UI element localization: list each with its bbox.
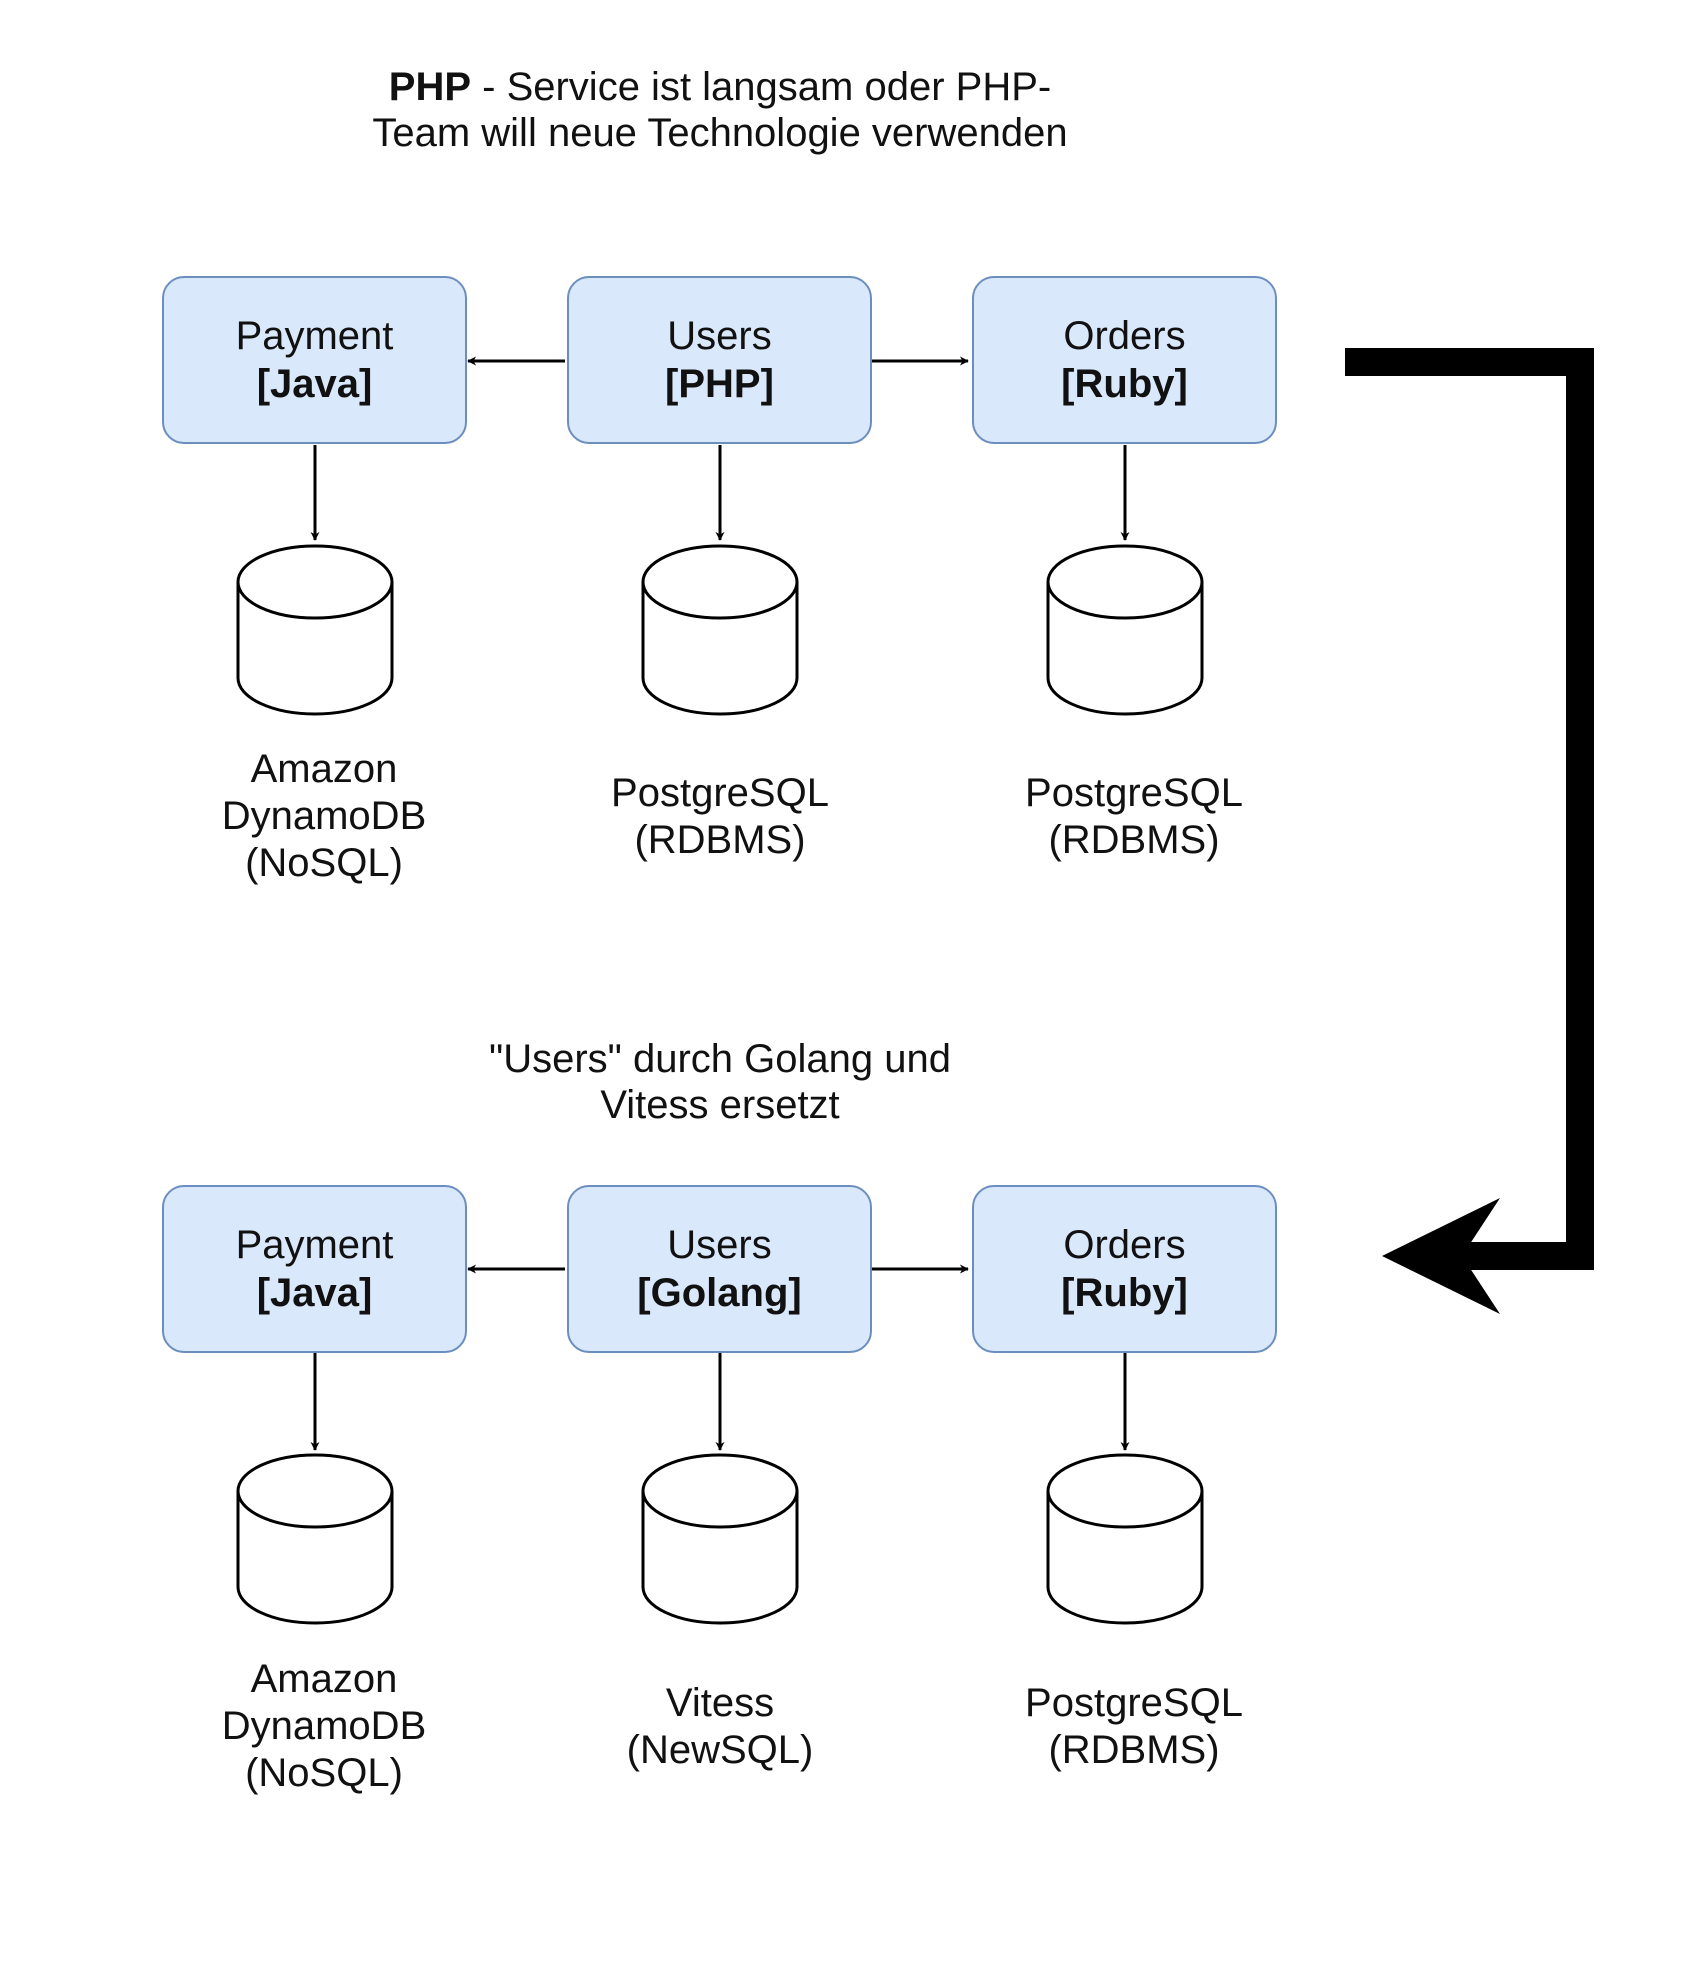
database-icon bbox=[641, 1453, 799, 1625]
bottom-caption-line1: "Users" durch Golang und bbox=[489, 1037, 951, 1081]
service-name: Orders bbox=[1063, 1223, 1186, 1267]
database-icon bbox=[641, 544, 799, 716]
top-caption-bold: PHP bbox=[388, 65, 472, 109]
bottom-caption-line2: Vitess ersetzt bbox=[600, 1083, 840, 1127]
db-label-line: DynamoDB bbox=[221, 794, 427, 838]
service-name: Payment bbox=[235, 1223, 394, 1267]
database-icon bbox=[1046, 1453, 1204, 1625]
service-tech: [Ruby] bbox=[1061, 1271, 1188, 1315]
db-label-line: (NewSQL) bbox=[626, 1728, 814, 1772]
top-caption-line2: Team will neue Technologie verwenden bbox=[372, 111, 1068, 155]
service-name: Orders bbox=[1063, 314, 1186, 358]
top-caption: PHP - Service ist langsam oder PHP- Team… bbox=[300, 64, 1140, 156]
service-box-payment-before[interactable]: Payment [Java] bbox=[162, 276, 467, 444]
service-box-orders-after[interactable]: Orders [Ruby] bbox=[972, 1185, 1277, 1353]
db-label-line: (RDBMS) bbox=[1048, 1728, 1220, 1772]
service-tech: [Golang] bbox=[637, 1271, 802, 1315]
db-label-line: (RDBMS) bbox=[634, 818, 806, 862]
service-name: Users bbox=[667, 1223, 772, 1267]
database-icon bbox=[236, 1453, 394, 1625]
service-box-payment-after[interactable]: Payment [Java] bbox=[162, 1185, 467, 1353]
service-name: Payment bbox=[235, 314, 394, 358]
service-tech: [Java] bbox=[256, 362, 373, 406]
db-label-line: Vitess bbox=[665, 1681, 775, 1725]
service-box-users-after[interactable]: Users [Golang] bbox=[567, 1185, 872, 1353]
service-tech: [Ruby] bbox=[1061, 362, 1188, 406]
transition-arrow bbox=[1345, 348, 1594, 1270]
database-icon bbox=[1046, 544, 1204, 716]
db-label-line: PostgreSQL bbox=[1025, 771, 1243, 815]
db-label-orders-before: PostgreSQL (RDBMS) bbox=[984, 770, 1284, 864]
db-label-line: PostgreSQL bbox=[1025, 1681, 1243, 1725]
service-tech: [Java] bbox=[256, 1271, 373, 1315]
db-label-line: Amazon bbox=[250, 1657, 398, 1701]
db-label-payment-before: Amazon DynamoDB (NoSQL) bbox=[174, 746, 474, 887]
db-label-line: (RDBMS) bbox=[1048, 818, 1220, 862]
service-box-orders-before[interactable]: Orders [Ruby] bbox=[972, 276, 1277, 444]
db-label-payment-after: Amazon DynamoDB (NoSQL) bbox=[174, 1656, 474, 1797]
service-tech: [PHP] bbox=[665, 362, 774, 406]
db-label-line: PostgreSQL bbox=[611, 771, 829, 815]
db-label-line: Amazon bbox=[250, 747, 398, 791]
database-icon bbox=[236, 544, 394, 716]
bottom-caption: "Users" durch Golang und Vitess ersetzt bbox=[420, 1036, 1020, 1128]
db-label-line: DynamoDB bbox=[221, 1704, 427, 1748]
db-label-users-after: Vitess (NewSQL) bbox=[570, 1680, 870, 1774]
db-label-line: (NoSQL) bbox=[245, 841, 403, 885]
db-label-line: (NoSQL) bbox=[245, 1751, 403, 1795]
service-name: Users bbox=[667, 314, 772, 358]
transition-arrowhead bbox=[1382, 1198, 1500, 1314]
db-label-users-before: PostgreSQL (RDBMS) bbox=[570, 770, 870, 864]
db-label-orders-after: PostgreSQL (RDBMS) bbox=[984, 1680, 1284, 1774]
top-caption-line1: - Service ist langsam oder PHP- bbox=[471, 65, 1052, 109]
service-box-users-before[interactable]: Users [PHP] bbox=[567, 276, 872, 444]
